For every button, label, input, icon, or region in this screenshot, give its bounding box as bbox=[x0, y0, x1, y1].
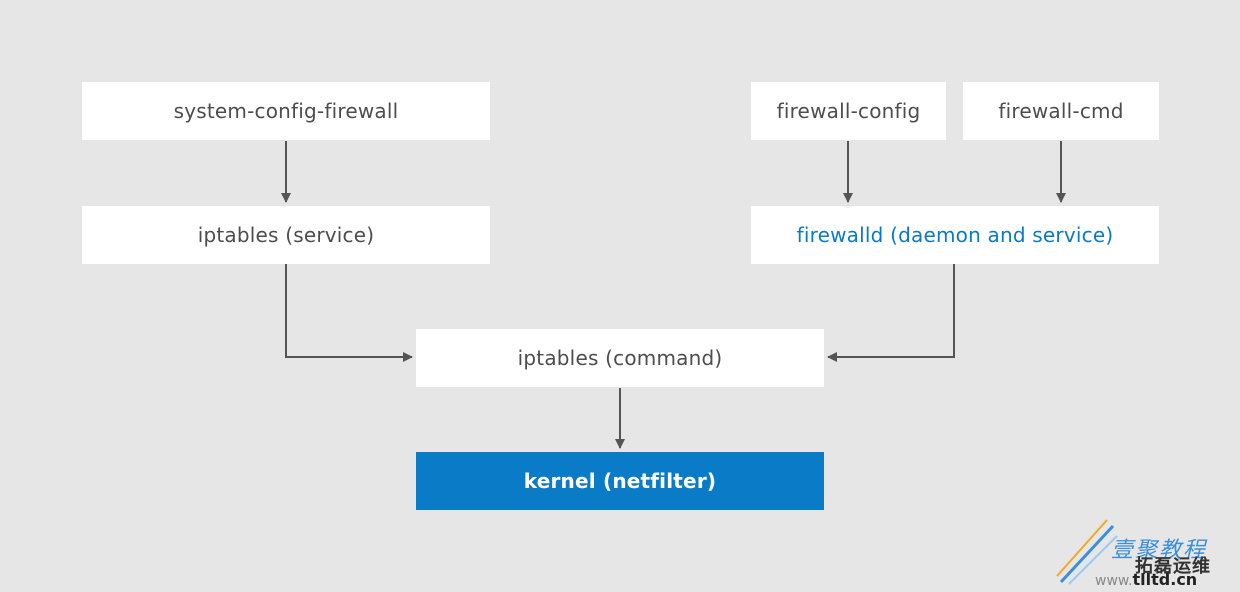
node-firewall-config: firewall-config bbox=[751, 82, 946, 140]
watermark-line1: 壹聚教程 bbox=[1111, 538, 1208, 563]
node-iptables-command: iptables (command) bbox=[416, 329, 824, 387]
watermark-streak-icon bbox=[1056, 519, 1118, 585]
node-label: iptables (command) bbox=[517, 346, 723, 370]
node-kernel-netfilter: kernel (netfilter) bbox=[416, 452, 824, 510]
node-label: kernel (netfilter) bbox=[523, 469, 717, 493]
node-firewalld: firewalld (daemon and service) bbox=[751, 206, 1159, 264]
watermark-url-prefix: www. bbox=[1095, 573, 1133, 589]
node-system-config-firewall: system-config-firewall bbox=[82, 82, 490, 140]
watermark-url-domain: tlltd.cn bbox=[1132, 570, 1198, 589]
node-label: firewall-cmd bbox=[998, 99, 1124, 123]
watermark: 壹聚教程 拓磊运维 www.tlltd.cn bbox=[1055, 518, 1235, 589]
node-firewall-cmd: firewall-cmd bbox=[963, 82, 1159, 140]
node-label: firewalld (daemon and service) bbox=[796, 223, 1114, 247]
node-iptables-service: iptables (service) bbox=[82, 206, 490, 264]
node-label: system-config-firewall bbox=[173, 99, 399, 123]
node-label: firewall-config bbox=[776, 99, 921, 123]
node-label: iptables (service) bbox=[197, 223, 375, 247]
watermark-line2: 拓磊运维 bbox=[1135, 556, 1211, 577]
watermark-line3: www.tlltd.cn bbox=[1095, 570, 1197, 589]
edge-firewalld-to-iptables-command bbox=[827, 264, 955, 362]
edge-iptables-service-to-iptables-command bbox=[285, 264, 413, 362]
